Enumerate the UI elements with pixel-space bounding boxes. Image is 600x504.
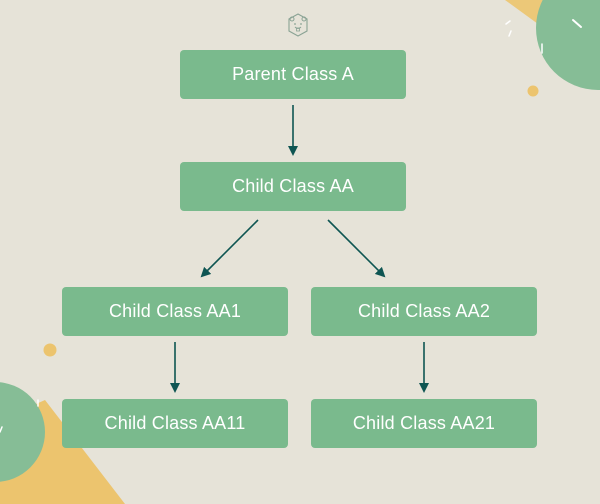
node-parent-class-a[interactable]: Parent Class A xyxy=(180,50,406,99)
node-label: Child Class AA1 xyxy=(108,301,242,321)
node-child-class-aa2[interactable]: Child Class AA2 xyxy=(311,287,537,336)
edge-AA-to-AA1 xyxy=(200,219,259,278)
node-label: Parent Class A xyxy=(232,64,354,84)
node-child-class-aa21[interactable]: Child Class AA21 xyxy=(311,399,537,448)
node-label: Child Class AA xyxy=(232,176,354,196)
node-label: Child Class AA11 xyxy=(104,413,246,433)
node-label: Child Class AA21 xyxy=(352,413,496,433)
node-child-class-aa1[interactable]: Child Class AA1 xyxy=(62,287,288,336)
node-child-class-aa11[interactable]: Child Class AA11 xyxy=(62,399,288,448)
node-child-class-aa[interactable]: Child Class AA xyxy=(180,162,406,211)
node-label: Child Class AA2 xyxy=(357,301,491,321)
bear-hexagon-logo-icon xyxy=(288,13,308,37)
edge-AA-to-AA2 xyxy=(327,219,386,278)
